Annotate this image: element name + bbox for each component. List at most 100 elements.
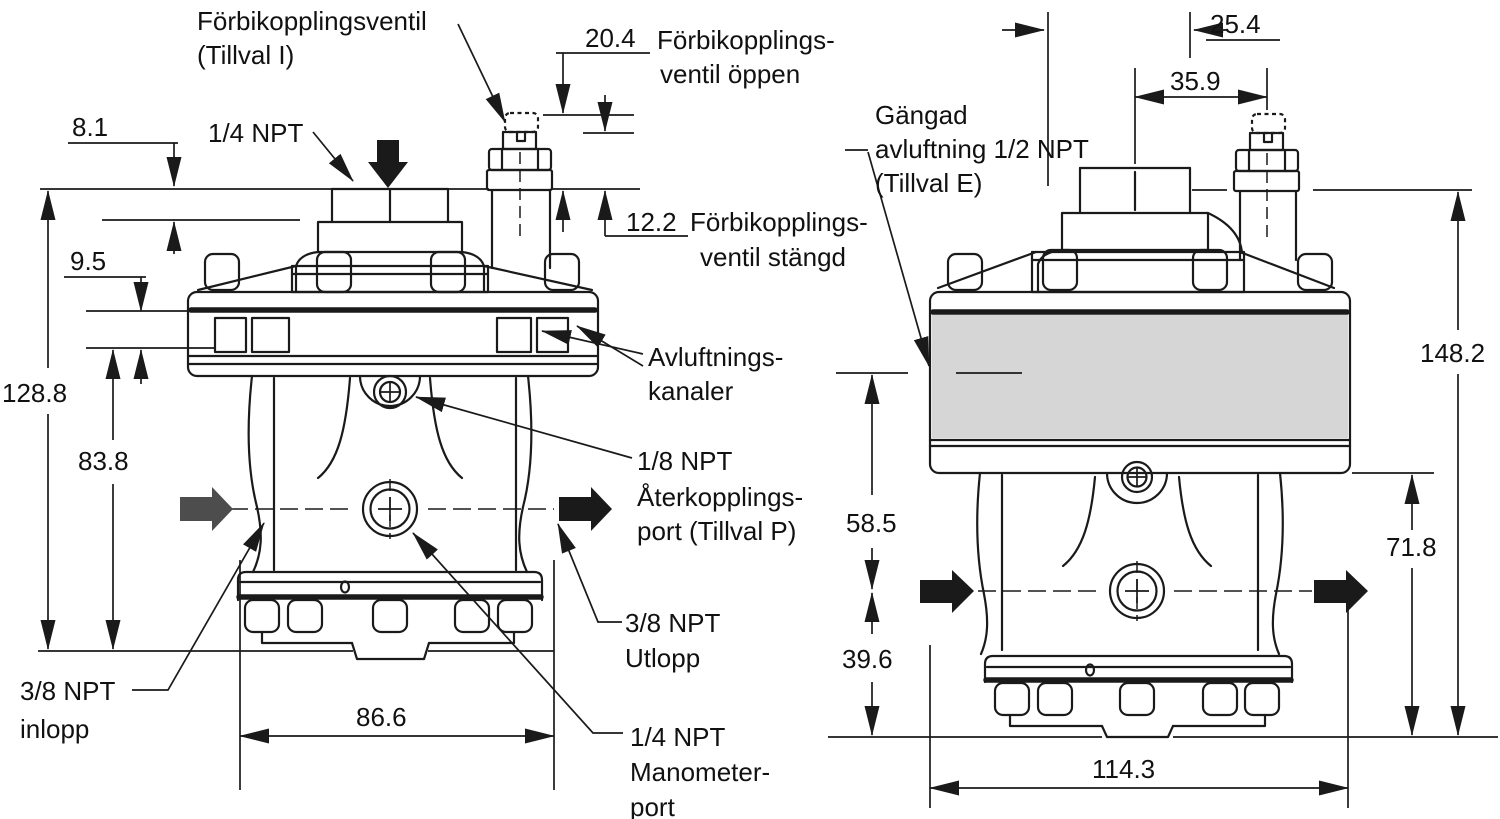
feedback-port-label-3: port (Tillval P) xyxy=(637,516,796,546)
feedback-port-screw xyxy=(1105,460,1169,505)
bypass-closed-label-1: Förbikopplings- xyxy=(690,207,868,237)
inlet-label-1: 3/8 NPT xyxy=(20,676,115,706)
bolt-head xyxy=(203,252,241,292)
pin-hole xyxy=(1084,663,1096,677)
dim-total-height: 148.2 xyxy=(1420,338,1485,368)
lower-body xyxy=(230,374,554,574)
outlet-flow-arrow xyxy=(1314,570,1368,613)
bolt-head xyxy=(1036,681,1074,717)
bypass-valve-open-ghost xyxy=(1250,112,1287,135)
pin-hole xyxy=(339,580,351,594)
bypass-valve xyxy=(1232,112,1301,262)
bolt-head xyxy=(1191,248,1229,292)
dim-bypass-open: 20.4 xyxy=(585,23,636,53)
vent-channel xyxy=(495,316,533,354)
left-view-pump-body xyxy=(180,111,612,661)
bypass-valve-leader xyxy=(457,23,506,123)
dim-body-height: 83.8 xyxy=(78,446,129,476)
bottom-assembly xyxy=(236,570,544,661)
inlet-flow-arrow xyxy=(920,570,974,613)
right-view-pump-body xyxy=(920,112,1368,739)
bypass-closed-label-2: ventil stängd xyxy=(700,242,846,272)
dim-valve-offset: 35.9 xyxy=(1170,66,1221,96)
bonnet-clamp xyxy=(936,211,1336,294)
bolt-head xyxy=(1296,252,1334,292)
threaded-vent-shaded-band xyxy=(932,315,1348,438)
bolt-head xyxy=(429,250,467,294)
flow-in-top-arrow xyxy=(368,140,408,188)
flange-band xyxy=(186,290,600,378)
feedback-port-label-2: Återkopplings- xyxy=(637,482,803,512)
right-view-dimensions xyxy=(828,12,1498,808)
outlet-label-1: 3/8 NPT xyxy=(625,608,720,638)
dim-flange-to-base: 71.8 xyxy=(1386,532,1437,562)
bolt-head xyxy=(243,598,281,634)
right-view-labels: 25.4 35.9 Gängad avluftning 1/2 NPT (Til… xyxy=(842,9,1485,784)
top-port-block xyxy=(1060,166,1210,252)
outlet-leader xyxy=(557,523,622,623)
bypass-valve-option: (Tillval I) xyxy=(197,40,294,70)
screw-slot xyxy=(1262,131,1274,144)
bolt-head xyxy=(1201,681,1239,717)
vent-channel xyxy=(213,316,248,354)
top-port-label: 1/4 NPT xyxy=(208,118,303,148)
dim-port-offset: 25.4 xyxy=(1210,9,1261,39)
threaded-vent-label-2: avluftning 1/2 NPT xyxy=(875,134,1089,164)
bolt-head xyxy=(1041,248,1079,292)
bottom-tab xyxy=(350,641,431,661)
vent-channel xyxy=(250,316,291,354)
inlet-label-2: inlopp xyxy=(20,714,89,744)
left-view-labels: Förbikopplingsventil (Tillval I) 20.4 Fö… xyxy=(2,6,868,819)
gauge-port-label-2: Manometer- xyxy=(630,757,770,787)
gauge-port-label-1: 1/4 NPT xyxy=(630,722,725,752)
bolt-head xyxy=(315,250,353,294)
dim-bypass-closed: 12.2 xyxy=(626,207,677,237)
lower-body xyxy=(976,471,1312,656)
threaded-vent-leader xyxy=(867,151,930,367)
bypass-valve-label: Förbikopplingsventil xyxy=(197,6,427,36)
dim-center-to-base: 39.6 xyxy=(842,644,893,674)
vent-channel-leader xyxy=(576,325,644,367)
outlet-flow-arrow xyxy=(559,487,612,531)
bolt-head xyxy=(286,598,324,634)
vent-channels-label-2: kanaler xyxy=(648,376,734,406)
dim-vent-to-center: 58.5 xyxy=(846,508,897,538)
vent-channels-label-1: Avluftnings- xyxy=(648,342,783,372)
dim-band-thickness: 9.5 xyxy=(70,246,106,276)
dim-total-height: 128.8 xyxy=(2,378,67,408)
feedback-port-screw xyxy=(358,374,422,410)
bolt-head xyxy=(993,681,1031,717)
bottom-tab xyxy=(1100,724,1175,739)
outlet-label-2: Utlopp xyxy=(625,643,700,673)
gauge-port-leader xyxy=(412,532,623,734)
left-view-leaders xyxy=(132,23,644,734)
bolt-head xyxy=(1243,681,1281,717)
bypass-open-label-2: ventil öppen xyxy=(660,59,800,89)
top-port-block xyxy=(316,187,464,254)
bottom-assembly xyxy=(983,654,1294,739)
bolt-head xyxy=(371,598,409,634)
bolt-head xyxy=(1118,681,1156,717)
top-port-leader xyxy=(312,131,354,182)
gauge-port-label-3: port xyxy=(630,792,676,819)
bolt-head xyxy=(543,252,581,292)
bypass-valve-open-ghost xyxy=(503,111,540,134)
threaded-vent-label-3: (Tillval E) xyxy=(875,168,982,198)
bolt-head xyxy=(496,598,534,634)
inlet-flow-arrow xyxy=(180,487,233,531)
feedback-port-leader xyxy=(415,396,633,459)
bonnet-clamp xyxy=(196,250,594,294)
dim-body-width: 86.6 xyxy=(356,702,407,732)
screw-slot xyxy=(515,130,527,143)
inlet-leader xyxy=(132,522,265,691)
bypass-valve xyxy=(485,111,554,270)
threaded-vent-label-1: Gängad xyxy=(875,100,968,130)
feedback-port-label-1: 1/8 NPT xyxy=(637,446,732,476)
bypass-open-label-1: Förbikopplings- xyxy=(657,25,835,55)
dim-flange-width: 114.3 xyxy=(1092,754,1155,784)
left-view-dimensions xyxy=(38,52,688,790)
dim-cap-offset: 8.1 xyxy=(72,112,108,142)
bolt-head xyxy=(453,598,491,634)
